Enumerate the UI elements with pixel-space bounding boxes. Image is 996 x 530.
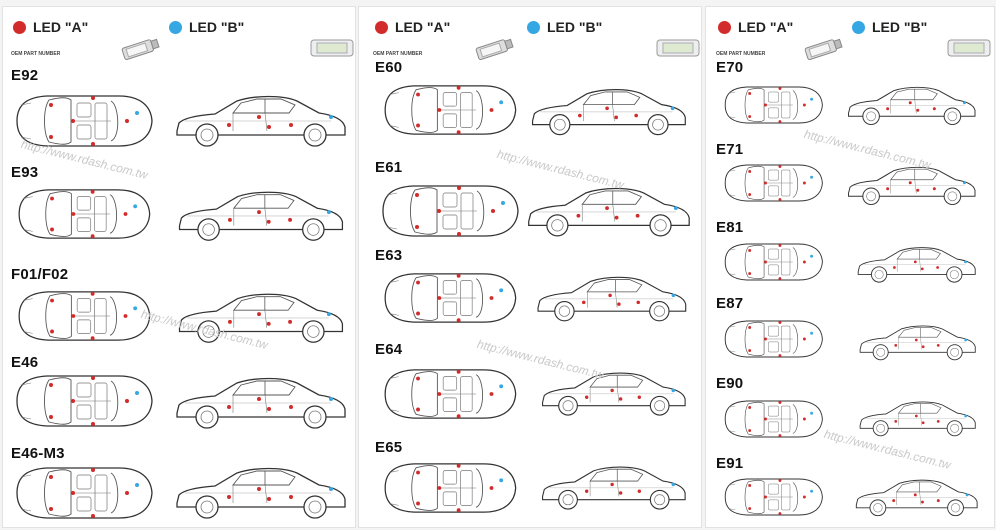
legend-led-b: LED "B" bbox=[852, 19, 927, 35]
model-label: E65 bbox=[375, 439, 403, 456]
model-label: E61 bbox=[375, 159, 403, 176]
car-side-view-icon bbox=[537, 276, 687, 322]
legend-led-a-label: LED "A" bbox=[738, 19, 794, 35]
legend-led-b: LED "B" bbox=[527, 19, 602, 35]
car-side-view-icon bbox=[176, 377, 346, 429]
car-top-view-icon bbox=[384, 85, 517, 135]
led-bulb-icon bbox=[475, 38, 514, 60]
legend-led-b: LED "B" bbox=[169, 19, 244, 35]
blue-dot-icon bbox=[852, 20, 865, 34]
model-label: E46-M3 bbox=[11, 445, 65, 462]
car-side-view-icon bbox=[857, 247, 976, 283]
model-label: E70 bbox=[716, 59, 744, 76]
car-top-view-icon bbox=[16, 467, 153, 519]
legend: LED "A" LED "B" bbox=[365, 13, 700, 67]
car-top-view-icon bbox=[16, 375, 153, 427]
oem-label: OEM PART NUMBER bbox=[11, 51, 61, 57]
car-side-view-icon bbox=[176, 95, 346, 147]
panel-column-2: LED "A" LED "B" OEM PART NUMBER E60 E61 … bbox=[358, 6, 702, 528]
blue-dot-icon bbox=[527, 20, 540, 34]
legend-led-b-label: LED "B" bbox=[872, 19, 928, 35]
car-top-view-icon bbox=[382, 185, 519, 237]
panel-column-3: LED "A" LED "B" OEM PART NUMBER E70 E71 … bbox=[705, 6, 995, 528]
car-top-view-icon bbox=[384, 463, 517, 513]
model-label: E81 bbox=[716, 219, 744, 236]
model-label: E87 bbox=[716, 295, 744, 312]
legend-led-a: LED "A" bbox=[375, 19, 450, 35]
car-side-view-icon bbox=[859, 325, 976, 361]
led-module-icon bbox=[656, 39, 700, 57]
led-module-icon bbox=[310, 39, 354, 57]
car-top-view-icon bbox=[724, 243, 823, 281]
led-bulb-icon bbox=[804, 38, 843, 60]
car-side-view-icon bbox=[855, 479, 978, 517]
led-module-icon bbox=[947, 39, 991, 57]
model-label: F01/F02 bbox=[11, 266, 69, 283]
car-side-view-icon bbox=[859, 401, 976, 437]
oem-label: OEM PART NUMBER bbox=[716, 51, 766, 57]
car-side-view-icon bbox=[178, 191, 344, 241]
car-side-view-icon bbox=[176, 467, 346, 519]
model-label: E92 bbox=[11, 67, 39, 84]
legend-led-a: LED "A" bbox=[13, 19, 88, 35]
model-label: E71 bbox=[716, 141, 744, 158]
oem-label: OEM PART NUMBER bbox=[373, 51, 423, 57]
oem-part-number: OEM PART NUMBER bbox=[716, 51, 765, 57]
car-side-view-icon bbox=[178, 293, 344, 343]
car-top-view-icon bbox=[724, 86, 823, 124]
model-label: E63 bbox=[375, 247, 403, 264]
led-bulb-icon bbox=[121, 38, 160, 60]
model-label: E93 bbox=[11, 164, 39, 181]
car-side-view-icon bbox=[542, 372, 686, 416]
oem-part-number: OEM PART NUMBER bbox=[11, 51, 60, 57]
model-label: E64 bbox=[375, 341, 403, 358]
oem-part-number: OEM PART NUMBER bbox=[373, 51, 422, 57]
legend-led-b-label: LED "B" bbox=[547, 19, 603, 35]
car-top-view-icon bbox=[16, 95, 153, 147]
car-side-view-icon bbox=[542, 466, 686, 510]
car-top-view-icon bbox=[18, 189, 151, 239]
legend: LED "A" LED "B" bbox=[712, 13, 991, 67]
model-label: E60 bbox=[375, 59, 403, 76]
legend-led-a-label: LED "A" bbox=[33, 19, 89, 35]
legend-led-a-label: LED "A" bbox=[395, 19, 451, 35]
car-side-view-icon bbox=[848, 166, 976, 206]
red-dot-icon bbox=[13, 20, 26, 34]
car-top-view-icon bbox=[18, 291, 151, 341]
model-label: E46 bbox=[11, 354, 39, 371]
car-top-view-icon bbox=[724, 320, 823, 358]
car-top-view-icon bbox=[384, 273, 517, 323]
car-top-view-icon bbox=[724, 164, 823, 202]
red-dot-icon bbox=[718, 20, 731, 34]
model-label: E90 bbox=[716, 375, 744, 392]
car-top-view-icon bbox=[724, 478, 823, 516]
car-side-view-icon bbox=[528, 187, 690, 237]
model-label: E91 bbox=[716, 455, 744, 472]
blue-dot-icon bbox=[169, 20, 182, 34]
car-top-view-icon bbox=[384, 369, 517, 419]
car-top-view-icon bbox=[724, 400, 823, 438]
legend-led-b-label: LED "B" bbox=[189, 19, 245, 35]
car-side-view-icon bbox=[848, 86, 976, 126]
red-dot-icon bbox=[375, 20, 388, 34]
car-side-view-icon bbox=[531, 89, 686, 136]
panel-column-1: LED "A" LED "B" OEM PART NUMBER E92 E93 … bbox=[2, 6, 356, 528]
legend: LED "A" LED "B" bbox=[9, 13, 354, 67]
legend-led-a: LED "A" bbox=[718, 19, 793, 35]
